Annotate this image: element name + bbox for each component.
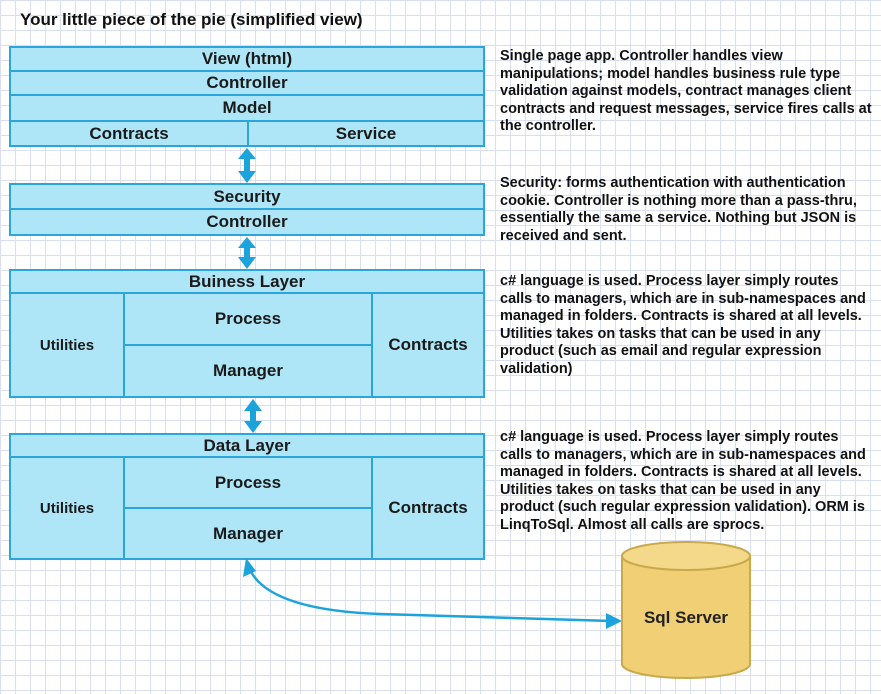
data-utilities-box[interactable]: Utilities: [9, 456, 125, 560]
database-icon: [621, 541, 751, 679]
service-box[interactable]: Service: [247, 120, 485, 147]
double-arrow-icon: [238, 148, 256, 183]
note-top-stack: Single page app. Controller handles view…: [500, 48, 872, 134]
security-box[interactable]: Security: [9, 183, 485, 210]
controller-box[interactable]: Controller: [9, 70, 485, 96]
data-layer-header[interactable]: Data Layer: [9, 433, 485, 458]
data-contracts-box[interactable]: Contracts: [371, 456, 485, 560]
double-arrow-icon: [244, 399, 262, 433]
contracts-box[interactable]: Contracts: [9, 120, 249, 147]
double-arrow-icon: [238, 237, 256, 269]
note-data-layer: c# language is used. Process layer simpl…: [500, 429, 866, 533]
page-title: Your little piece of the pie (simplified…: [20, 10, 363, 29]
business-contracts-box[interactable]: Contracts: [371, 292, 485, 398]
business-manager-box[interactable]: Manager: [123, 344, 373, 398]
db-connector-arrow: [243, 558, 622, 629]
sql-server-label: Sql Server: [643, 608, 729, 627]
note-business-layer: c# language is used. Process layer simpl…: [500, 273, 866, 377]
data-manager-box[interactable]: Manager: [123, 507, 373, 560]
business-utilities-box[interactable]: Utilities: [9, 292, 125, 398]
data-process-box[interactable]: Process: [123, 456, 373, 509]
security-controller-box[interactable]: Controller: [9, 208, 485, 236]
note-security: Security: forms authentication with auth…: [500, 175, 857, 244]
